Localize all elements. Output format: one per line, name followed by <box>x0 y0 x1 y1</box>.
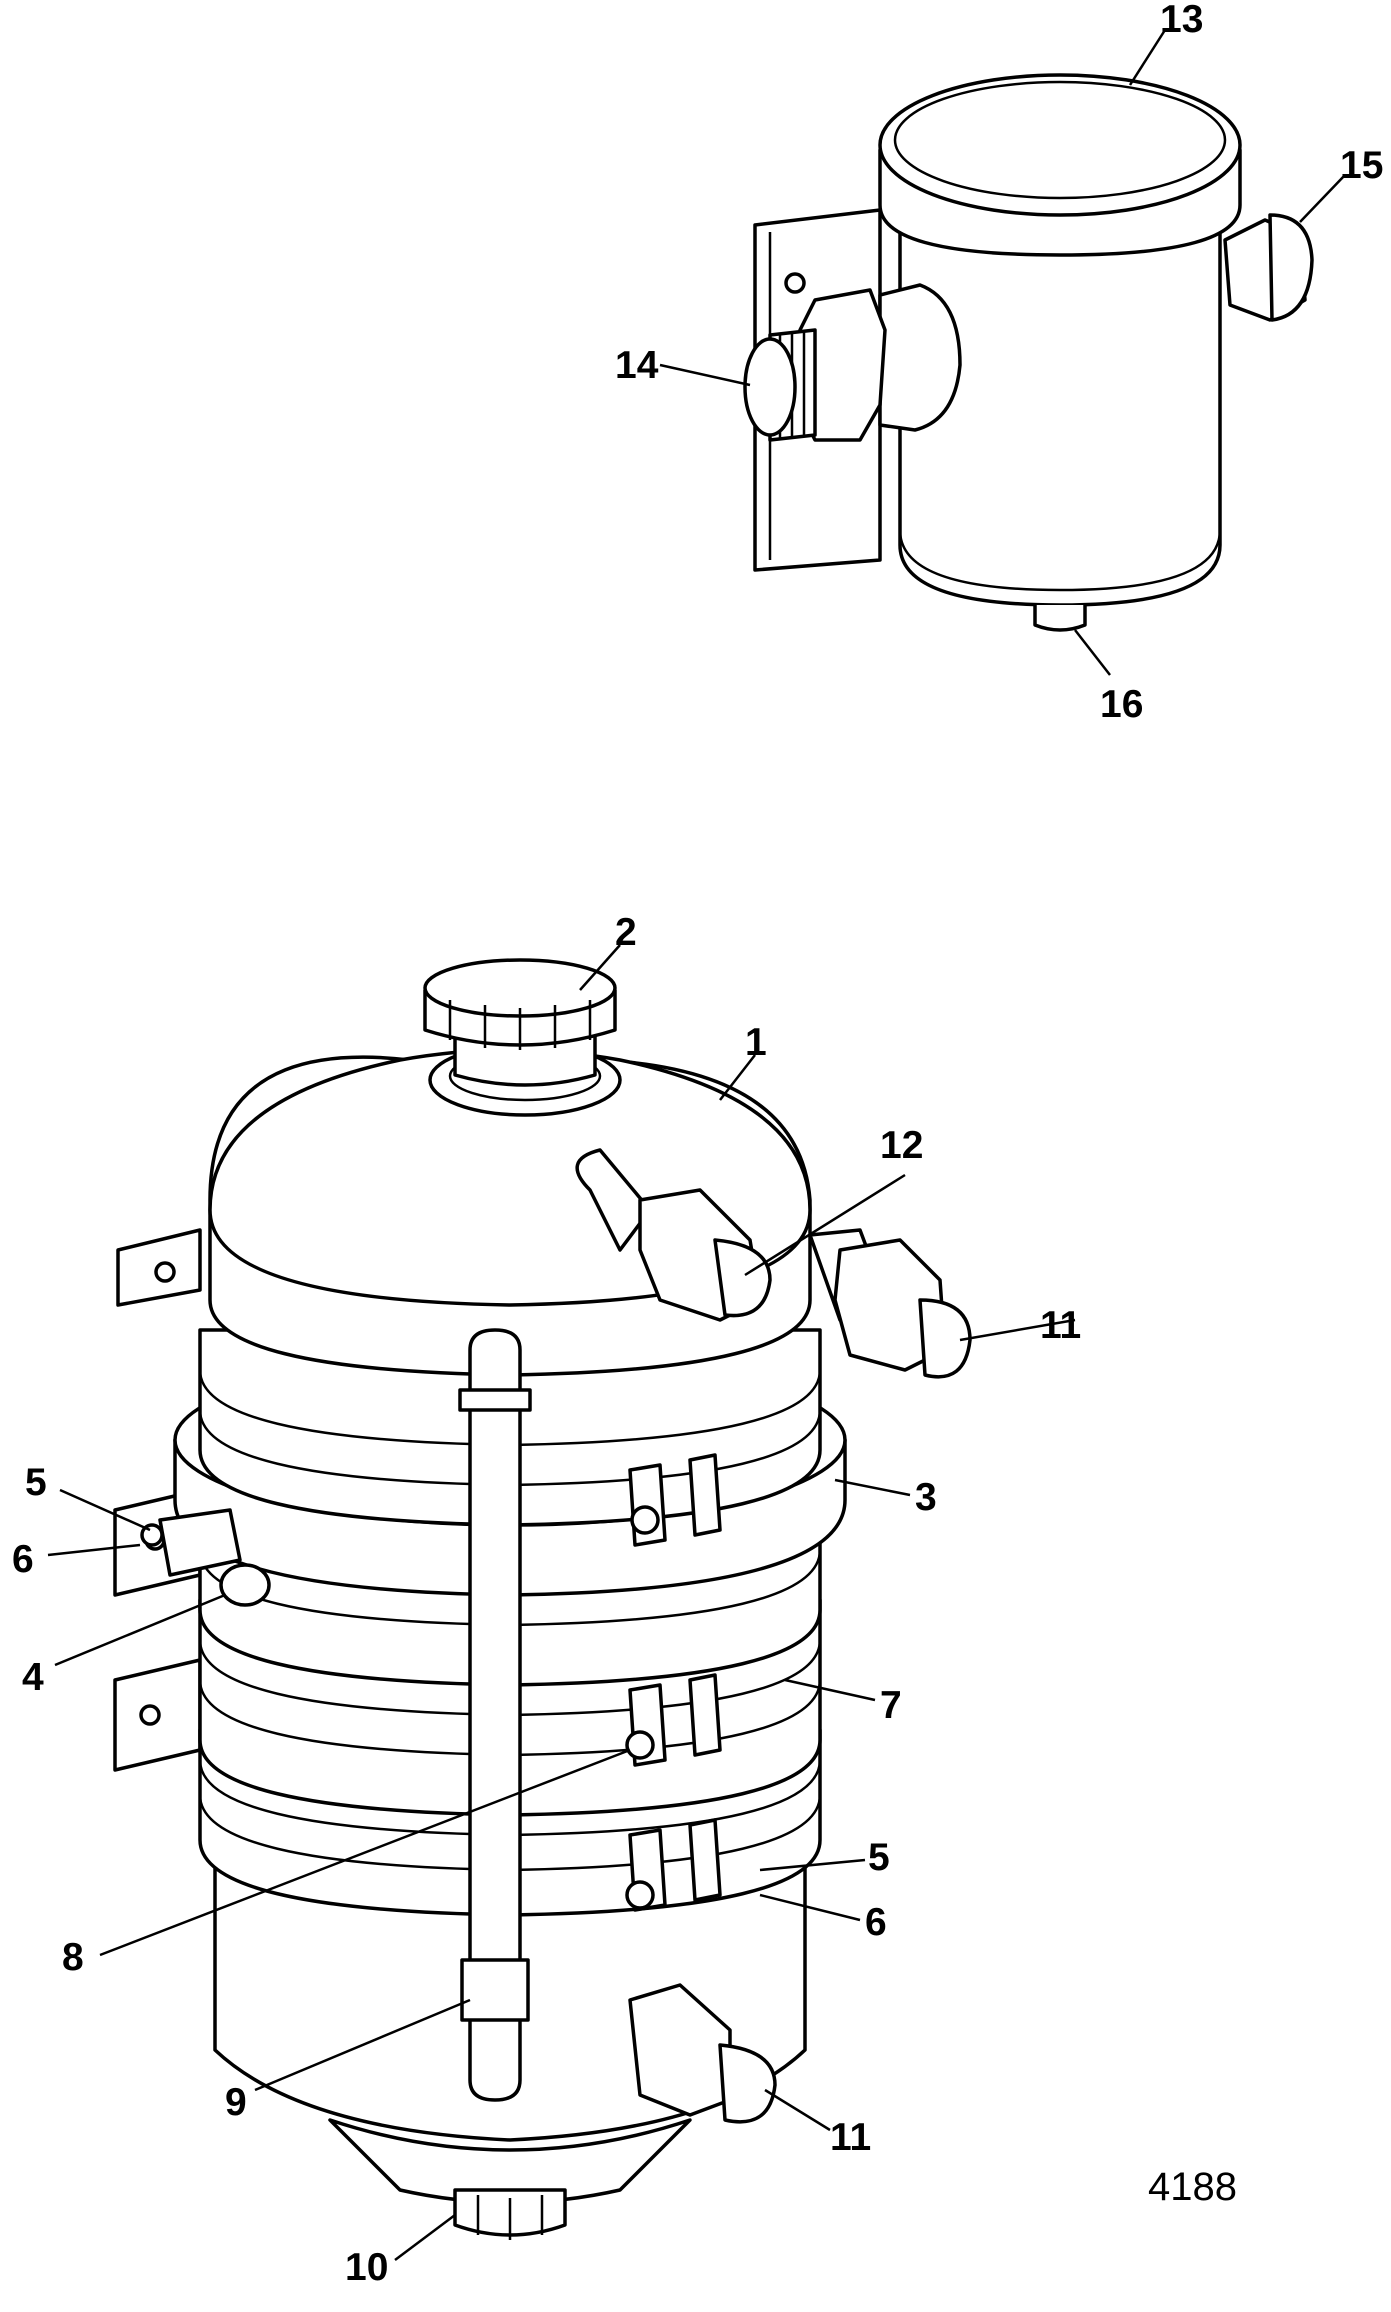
callout-15: 15 <box>1340 144 1383 187</box>
callout-labels: 1 2 3 4 5 6 7 8 9 10 11 12 13 14 15 16 5… <box>12 0 1383 2289</box>
clamp-middle <box>625 1673 722 1767</box>
callout-2: 2 <box>615 911 637 954</box>
callout-10: 10 <box>345 2246 388 2289</box>
callout-13: 13 <box>1160 0 1203 41</box>
callout-11-lower: 11 <box>830 2116 871 2159</box>
clamp-lower <box>625 1818 722 1912</box>
clamp-upper <box>628 1453 722 1547</box>
small-canister-illustration <box>743 73 1314 632</box>
callout-12: 12 <box>880 1124 923 1167</box>
callout-8: 8 <box>62 1936 84 1979</box>
callout-6: 6 <box>12 1538 34 1581</box>
callout-1: 1 <box>745 1021 767 1064</box>
callout-3: 3 <box>915 1476 937 1519</box>
callout-4: 4 <box>22 1656 44 1699</box>
callout-5-lower: 5 <box>868 1836 890 1879</box>
callout-9: 9 <box>225 2081 247 2124</box>
callout-16: 16 <box>1100 683 1143 726</box>
callout-5: 5 <box>25 1461 47 1504</box>
large-canister-illustration <box>113 958 972 2240</box>
callout-14: 14 <box>615 344 659 387</box>
callout-11: 11 <box>1040 1304 1081 1347</box>
leader-lines <box>47 29 1346 2261</box>
callout-7: 7 <box>880 1684 902 1727</box>
figure-number: 4188 <box>1148 2165 1237 2209</box>
callout-6-lower: 6 <box>865 1901 887 1944</box>
